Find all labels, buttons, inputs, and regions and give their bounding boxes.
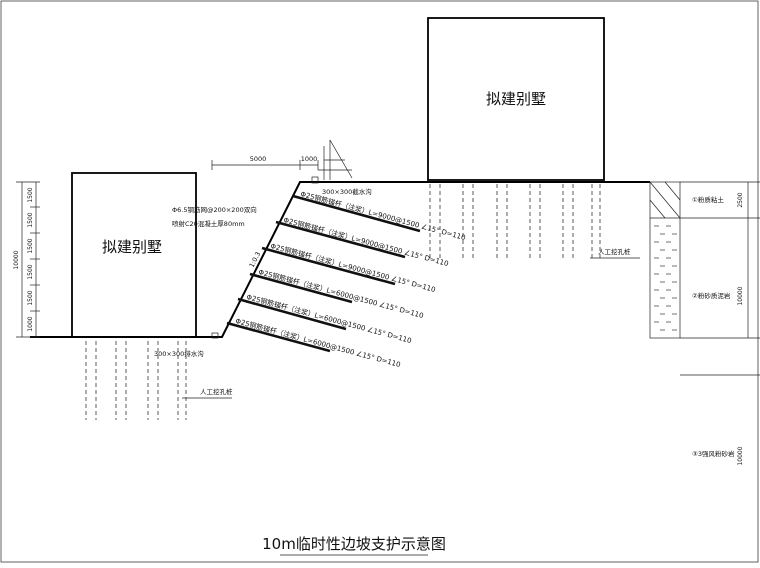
left-dimension	[16, 181, 40, 338]
right-dimension	[680, 181, 760, 376]
anchor-label: Φ25钢筋锚杆（注浆）L=6000@1500 ∠15° D=110	[234, 316, 401, 369]
pile-right-label: 人工挖孔桩	[598, 247, 631, 256]
dim-right-seg: 10000	[737, 286, 744, 305]
dim-top-width: 5000	[250, 155, 267, 163]
pile-left-label: 人工挖孔桩	[200, 387, 233, 396]
anchor-bar	[249, 272, 353, 304]
building-right-label: 拟建别墅	[486, 90, 546, 108]
dim-left-seg: 1000	[27, 316, 34, 331]
dim-left-seg: 1500	[27, 264, 34, 279]
mesh-annotation: Φ6.5钢筋网@200×200双向	[172, 205, 257, 214]
strata-column	[649, 181, 681, 339]
stratum-label: ①粉质粘土	[692, 195, 724, 204]
bottom-ditch	[211, 332, 219, 339]
top-dimension	[211, 160, 319, 170]
dim-right-seg: 10000	[737, 446, 744, 465]
railing	[318, 139, 353, 180]
top-ditch	[311, 176, 319, 184]
building-left-label: 拟建别墅	[102, 238, 162, 256]
dim-left-seg: 1500	[27, 238, 34, 253]
anchor-bar	[226, 321, 331, 353]
dim-right-seg: 2500	[737, 192, 744, 207]
stratum-label: ②粉砂质泥岩	[692, 291, 731, 300]
anchor-bar	[261, 246, 396, 286]
rock-hatch	[654, 225, 677, 331]
drawing-title: 10m临时性边坡支护示意图	[262, 535, 446, 553]
anchor-bar	[237, 297, 347, 331]
stratum-label: ③3强风粉砂岩	[692, 449, 735, 458]
piles-left	[85, 341, 187, 420]
dim-top-small: 1000	[301, 155, 318, 163]
dim-left-seg: 1500	[27, 187, 34, 202]
dim-left-total: 10000	[13, 250, 20, 269]
anchor-label: Φ25钢筋锚杆（注浆）L=6000@1500 ∠15° D=110	[245, 292, 412, 345]
anchor-bar	[275, 220, 406, 259]
spray-annotation: 喷射C20混凝土厚80mm	[172, 219, 245, 228]
anchor-bar	[292, 194, 421, 233]
anchors: Φ25钢筋锚杆（注浆）L=9000@1500 ∠15° D=110 Φ25钢筋锚…	[226, 189, 467, 369]
piles-right	[429, 184, 601, 260]
bottom-ditch-label: 300×300排水沟	[154, 349, 204, 358]
dim-left-seg: 1500	[27, 212, 34, 227]
dim-left-seg: 1500	[27, 290, 34, 305]
top-ditch-label: 300×300截水沟	[322, 187, 372, 196]
building-right	[427, 17, 605, 181]
